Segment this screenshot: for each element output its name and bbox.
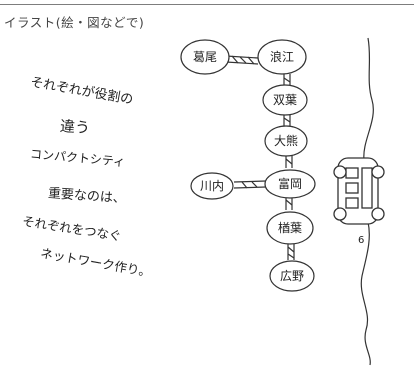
label-futaba: 双葉 xyxy=(273,93,297,107)
page-title: イラスト(絵・図などで) xyxy=(4,15,145,30)
node-hirono xyxy=(269,260,315,292)
node-kawauchi xyxy=(190,172,234,200)
network-connectors xyxy=(225,55,295,260)
node-katsurao xyxy=(180,39,230,75)
label-kawauchi: 川内 xyxy=(200,179,224,193)
node-futaba xyxy=(262,84,308,116)
node-namie xyxy=(257,39,307,75)
node-tomioka xyxy=(264,169,316,199)
label-naraha: 楢葉 xyxy=(278,220,302,235)
top-border-line xyxy=(0,4,414,5)
node-naraha xyxy=(266,211,314,245)
label-hirono: 広野 xyxy=(280,269,304,283)
node-okuma xyxy=(264,125,308,157)
label-katsurao: 葛尾 xyxy=(193,50,217,64)
vehicle-icon xyxy=(333,157,385,225)
label-tomioka: 富岡 xyxy=(278,176,302,191)
label-okuma: 大熊 xyxy=(274,133,298,148)
label-namie: 浪江 xyxy=(270,49,294,64)
route-label: 6 xyxy=(358,235,364,246)
